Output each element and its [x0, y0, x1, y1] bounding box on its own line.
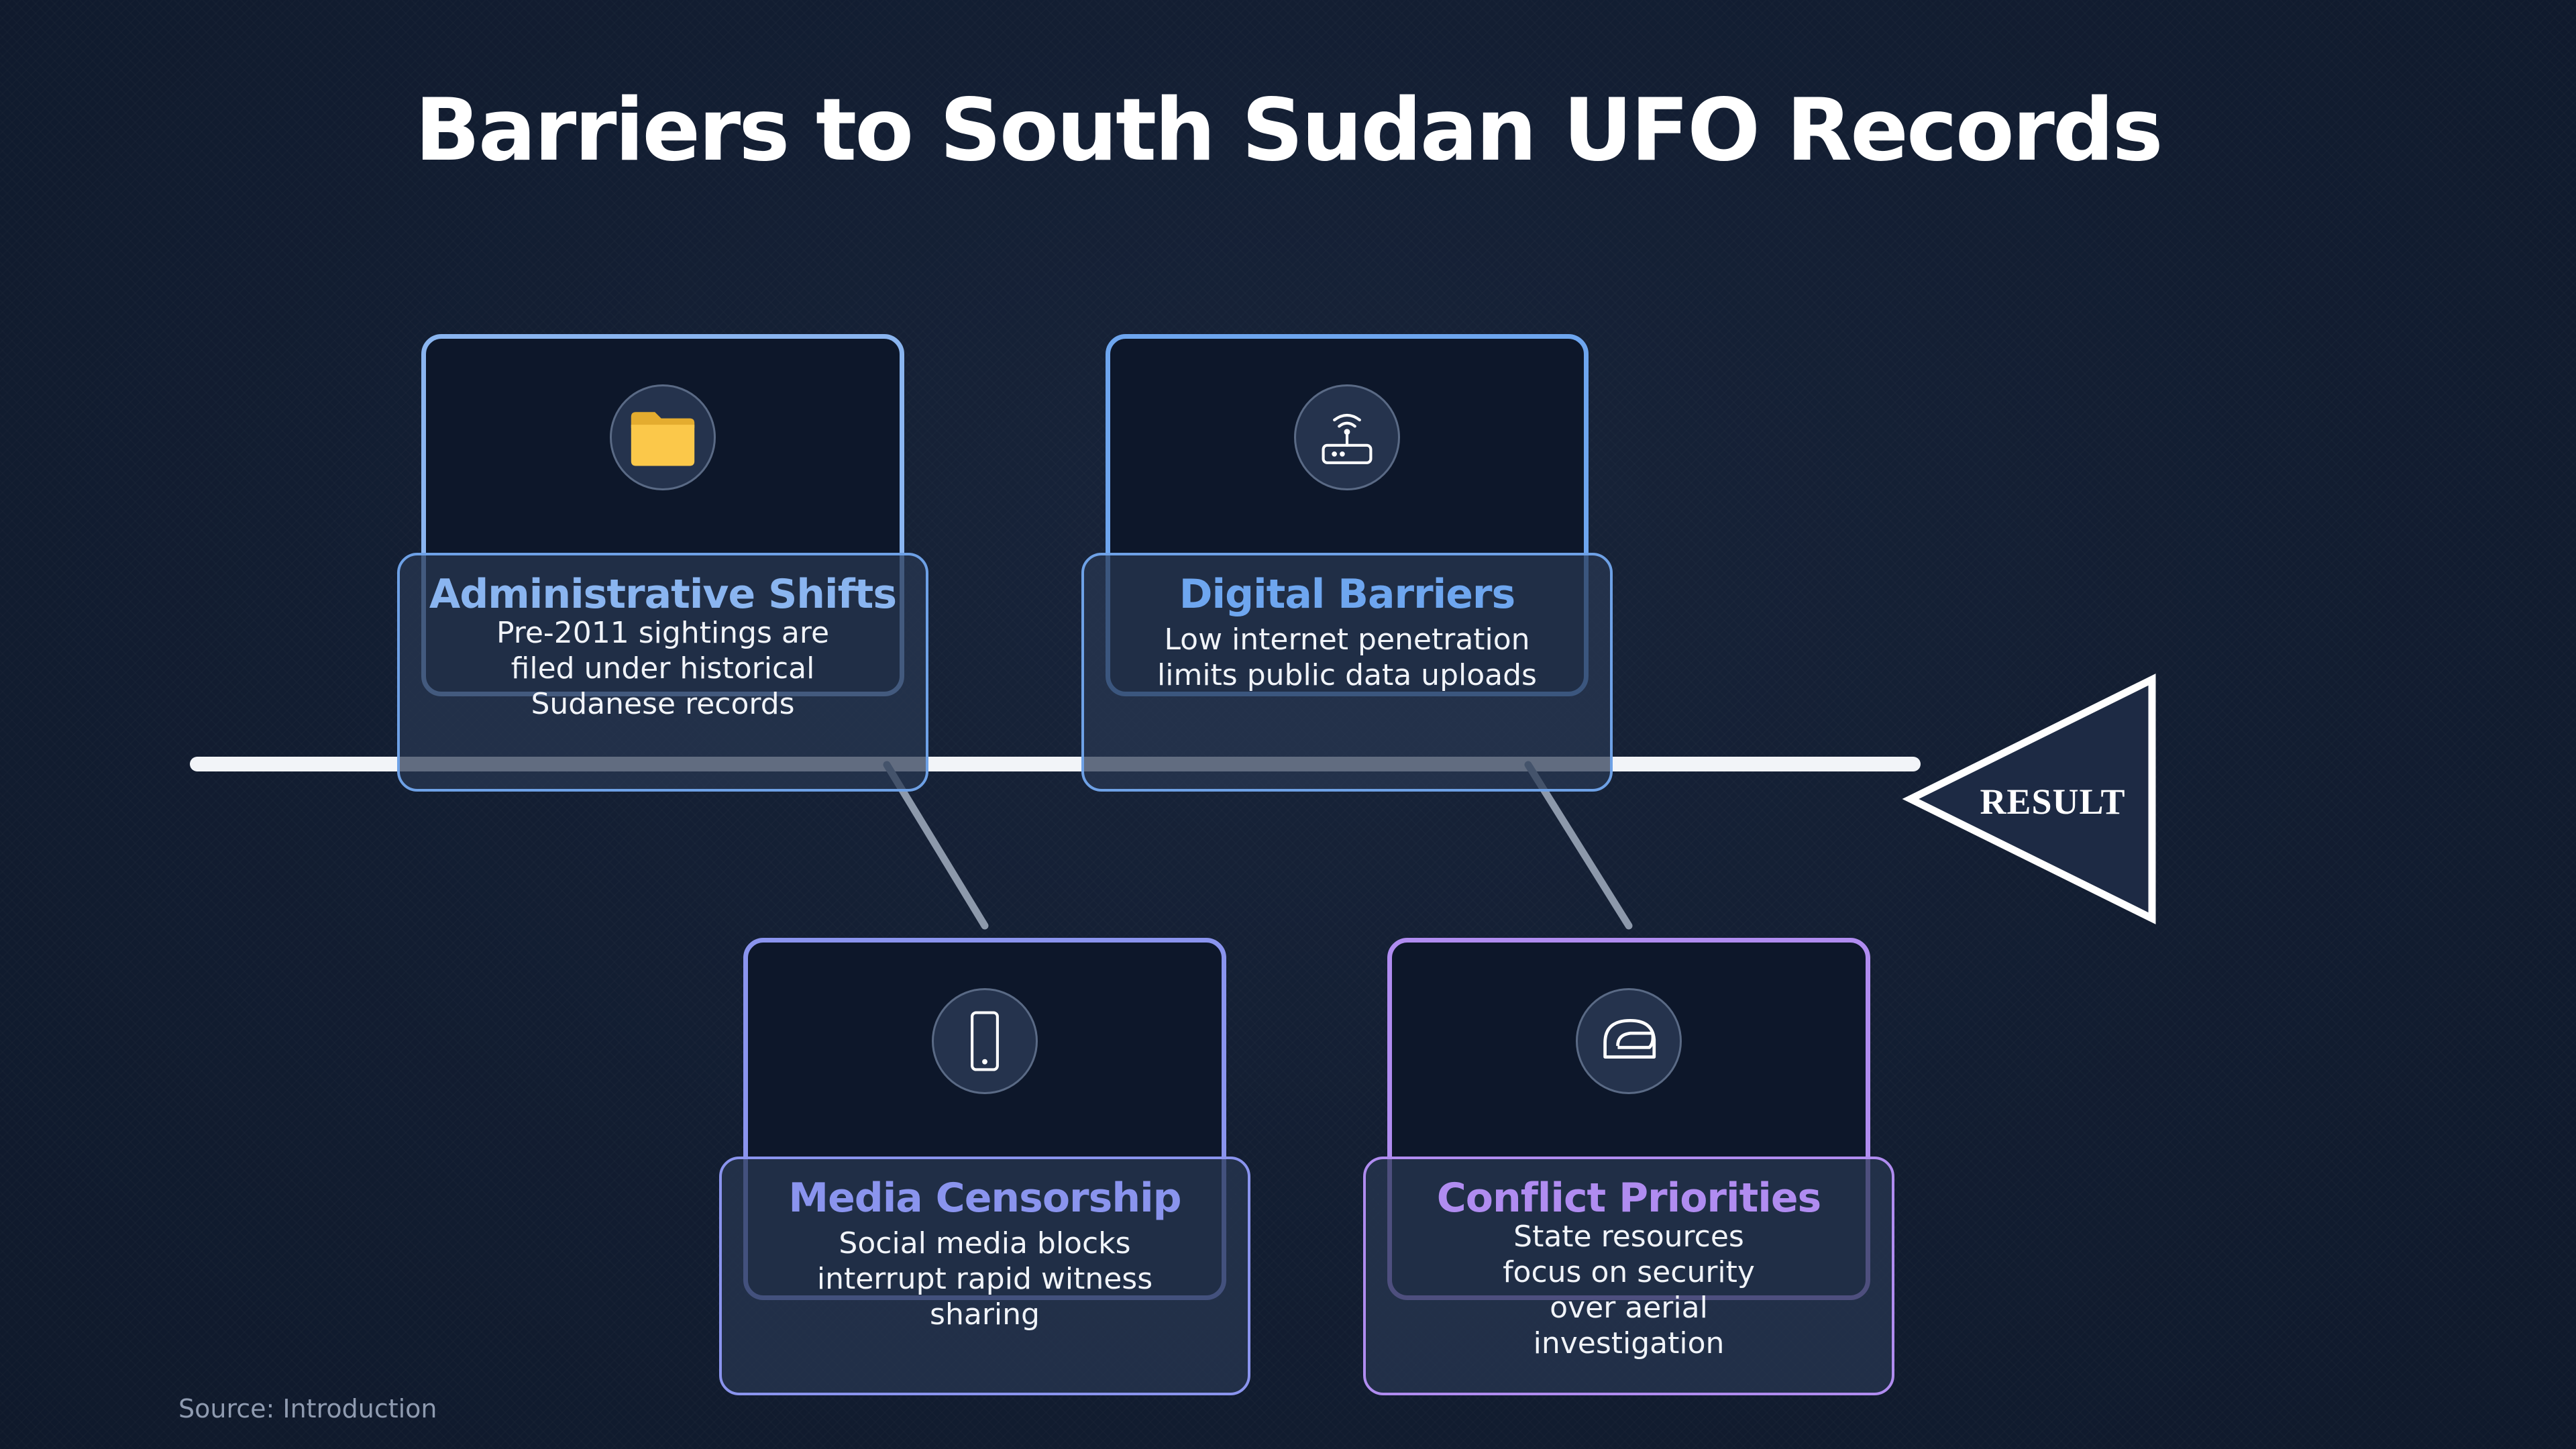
page-title: Barriers to South Sudan UFO Records: [415, 80, 2163, 180]
cause-description: Social media blocks interrupt rapid witn…: [816, 1226, 1153, 1332]
icon-badge: [1294, 384, 1400, 490]
cause-title: Digital Barriers: [1179, 571, 1515, 618]
cause-label-media-censorship: Media Censorship Social media blocks int…: [719, 1157, 1250, 1395]
router-icon: [1322, 413, 1373, 464]
phone-icon: [971, 1011, 999, 1071]
result-label: RESULT: [1980, 782, 2126, 822]
cause-description: Low internet penetration limits public d…: [1157, 623, 1537, 692]
folder-icon: [631, 412, 695, 466]
icon-badge: [610, 384, 716, 490]
result-triangle: [1902, 674, 2156, 924]
icon-badge: [1576, 988, 1682, 1094]
branch-media-censorship: [883, 761, 989, 930]
cause-title: Administrative Shifts: [429, 571, 897, 618]
cause-title: Media Censorship: [788, 1175, 1181, 1222]
cause-title: Conflict Priorities: [1436, 1175, 1822, 1222]
helmet-icon: [1603, 1018, 1656, 1059]
cause-label-digital-barriers: Digital Barriers Low internet penetratio…: [1081, 553, 1613, 792]
branch-conflict-priorities: [1524, 761, 1633, 930]
cause-description: Pre-2011 sightings are filed under histo…: [496, 616, 830, 721]
cause-description: State resources focus on security over a…: [1503, 1220, 1755, 1360]
icon-badge: [932, 988, 1038, 1094]
cause-label-administrative-shifts: Administrative Shifts Pre-2011 sightings…: [397, 553, 928, 792]
cause-label-conflict-priorities: Conflict Priorities State resources focu…: [1363, 1157, 1894, 1395]
source-note: Source: Introduction: [178, 1394, 437, 1424]
